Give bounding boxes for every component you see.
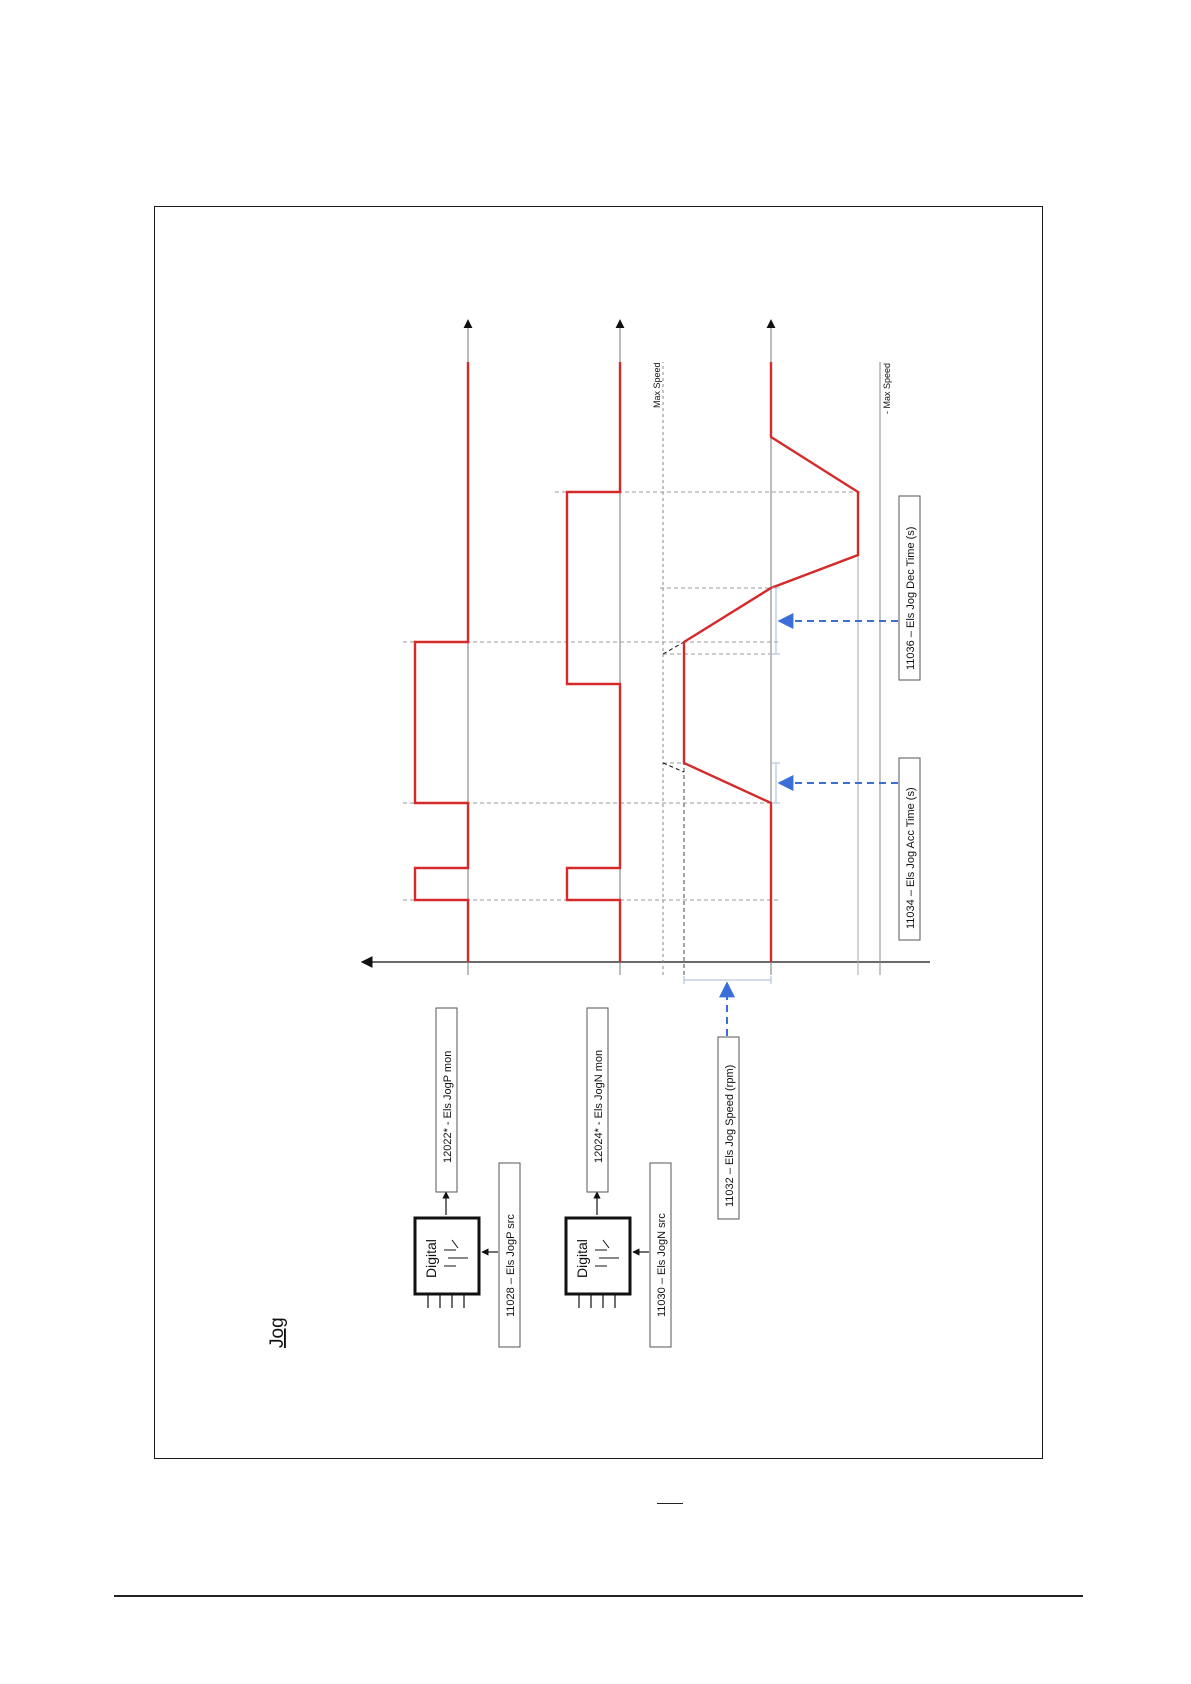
jog-acc-time-label: 11034 – Els Jog Acc Time (s): [905, 787, 917, 929]
digital-block-label: Digital: [423, 1239, 439, 1278]
jogp-source-label: 11028 – Els JogP src: [505, 1214, 517, 1317]
event-guides: [403, 492, 862, 900]
jogn-trace: [567, 362, 620, 962]
jog-acc-time-box: 11034 – Els Jog Acc Time (s): [899, 758, 920, 940]
jog-speed-label: 11032 – Els Jog Speed (rpm): [724, 1065, 736, 1207]
jogp-source-box: 11028 – Els JogP src: [499, 1163, 520, 1347]
jogn-source-box: 11030 – Els JogN src: [650, 1163, 671, 1347]
jogn-source-label: 11030 – Els JogN src: [656, 1213, 668, 1317]
ramp-guides: [663, 642, 684, 772]
jogn-monitor-label: 12024* - Els JogN mon: [593, 1050, 605, 1163]
jogp-trace: [415, 362, 468, 962]
jogp-monitor-box: 12022* - Els JogP mon: [436, 1008, 457, 1192]
digital-block-jogp: Digital: [415, 1218, 479, 1308]
digital-block-jogn: Digital: [566, 1218, 630, 1308]
jog-dec-time-label: 11036 – Els Jog Dec Time (s): [905, 527, 917, 670]
jog-speed-box: 11032 – Els Jog Speed (rpm): [718, 1037, 739, 1219]
dec-time-bracket: [772, 588, 780, 654]
page-number-mark: [657, 1503, 683, 1504]
jog-dec-time-box: 11036 – Els Jog Dec Time (s): [899, 496, 920, 680]
max-speed-label: Max Speed: [652, 362, 662, 408]
jog-speed-bracket: [684, 976, 771, 984]
neg-max-speed-label: - Max Speed: [882, 363, 892, 414]
page-title: Jog: [267, 1317, 288, 1348]
jogp-monitor-label: 12022* - Els JogP mon: [442, 1051, 454, 1163]
digital-block-label: Digital: [574, 1239, 590, 1278]
acc-time-bracket: [772, 763, 780, 803]
footer-rule: [114, 1595, 1083, 1597]
jogn-monitor-box: 12024* - Els JogN mon: [587, 1008, 608, 1192]
